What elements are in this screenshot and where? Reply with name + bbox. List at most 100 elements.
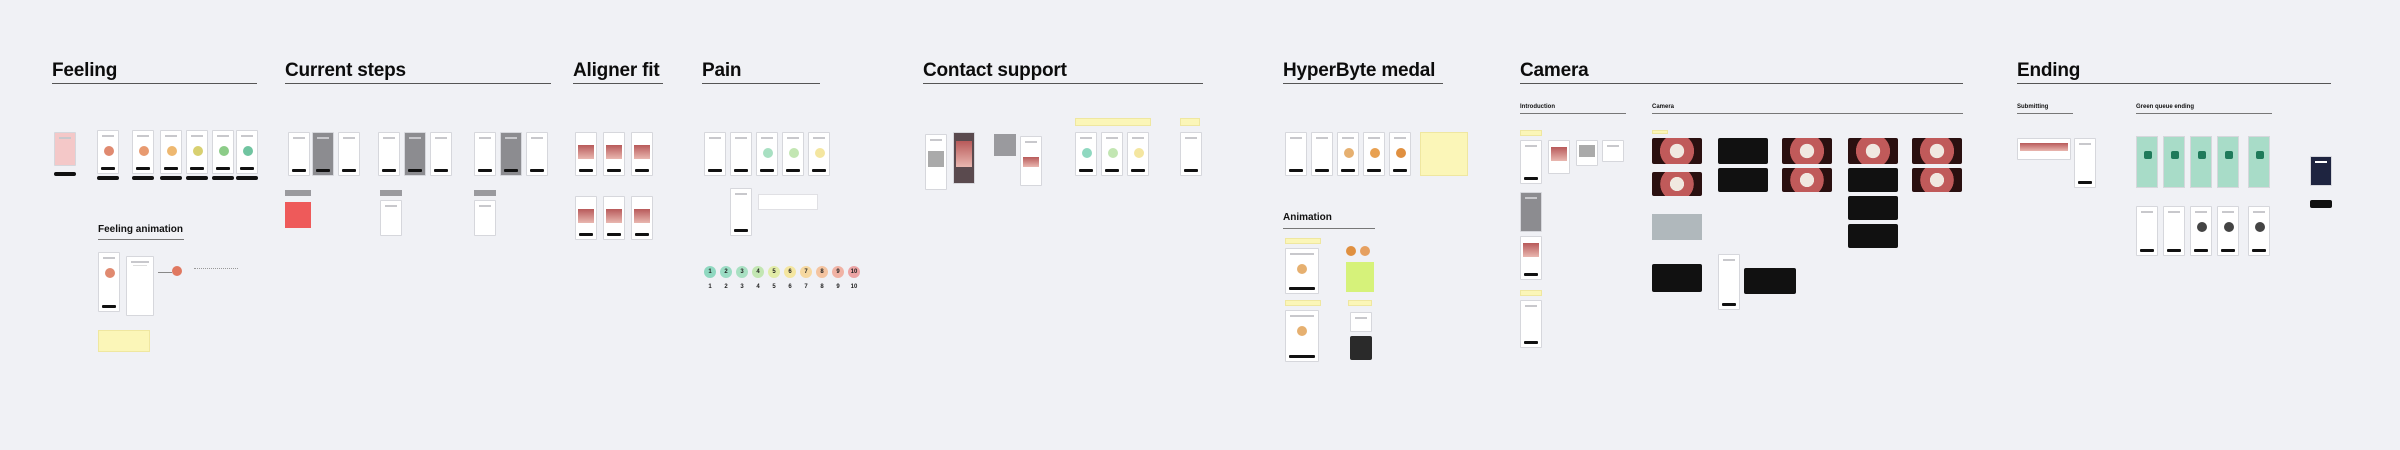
camera-capture-frame[interactable] [1652, 264, 1702, 292]
pain-dot-6[interactable]: 6 [784, 266, 796, 278]
camera-capture-frame[interactable] [1782, 138, 1832, 164]
sticky-note[interactable] [1285, 300, 1321, 306]
pain-dot-1[interactable]: 1 [704, 266, 716, 278]
frame-current-step-detail[interactable] [474, 200, 496, 236]
frame-submitting[interactable] [2017, 138, 2071, 160]
frame-contact-photo[interactable] [953, 132, 975, 184]
sticky-note[interactable] [1520, 290, 1542, 296]
pain-dot-3[interactable]: 3 [736, 266, 748, 278]
frame-green-queue[interactable] [2217, 136, 2239, 188]
frame-camera-intro[interactable] [1520, 300, 1542, 348]
camera-capture-frame[interactable] [1782, 168, 1832, 192]
frame-pain-slider[interactable] [730, 188, 752, 236]
frame-green-queue-ending[interactable] [2190, 206, 2212, 256]
frame-current-step[interactable] [338, 132, 360, 176]
frame-green-queue-device[interactable] [2310, 200, 2332, 208]
frame-feeling-1[interactable] [97, 130, 119, 174]
pain-dot-5[interactable]: 5 [768, 266, 780, 278]
frame-aligner-fit[interactable] [575, 196, 597, 240]
frame-pain[interactable] [808, 132, 830, 176]
camera-capture-frame[interactable] [1744, 268, 1796, 294]
frame-feeling-2[interactable] [132, 130, 154, 174]
frame-aligner-fit[interactable] [603, 132, 625, 176]
frame-pain[interactable] [730, 132, 752, 176]
pain-dot-10[interactable]: 10 [848, 266, 860, 278]
frame-medal[interactable] [1389, 132, 1411, 176]
frame-green-queue-device[interactable] [2310, 156, 2332, 186]
sticky-note[interactable] [1348, 300, 1372, 306]
frame-medal[interactable] [1285, 132, 1307, 176]
frame-contact-support[interactable] [1020, 136, 1042, 186]
sticky-note[interactable] [1285, 238, 1321, 244]
frame-green-queue-ending[interactable] [2136, 206, 2158, 256]
frame-camera-intro[interactable] [1548, 140, 1570, 174]
frame-contact-support[interactable] [1101, 132, 1123, 176]
frame-current-step[interactable] [474, 132, 496, 176]
sticky-note[interactable] [98, 330, 150, 352]
camera-capture-frame[interactable] [1652, 214, 1702, 240]
frame-green-queue[interactable] [2190, 136, 2212, 188]
frame-contact-support[interactable] [925, 134, 947, 190]
frame-medal-animation[interactable] [1285, 248, 1319, 294]
sticky-note[interactable] [1420, 132, 1468, 176]
frame-pain[interactable] [704, 132, 726, 176]
frame-medal[interactable] [1337, 132, 1359, 176]
frame-medal-animation[interactable] [1285, 310, 1319, 362]
camera-capture-frame[interactable] [1912, 138, 1962, 164]
pain-dot-8[interactable]: 8 [816, 266, 828, 278]
frame-feeling-animation[interactable] [98, 252, 120, 312]
pain-dot-4[interactable]: 4 [752, 266, 764, 278]
pain-dot-9[interactable]: 9 [832, 266, 844, 278]
frame-feeling-6[interactable] [236, 130, 258, 174]
frame-green-queue[interactable] [2136, 136, 2158, 188]
frame-aligner-fit[interactable] [631, 196, 653, 240]
camera-capture-frame[interactable] [1848, 196, 1898, 220]
frame-current-step[interactable] [526, 132, 548, 176]
camera-capture-frame[interactable] [1912, 168, 1962, 192]
camera-capture-frame[interactable] [1718, 138, 1768, 164]
camera-capture-frame[interactable] [1652, 172, 1702, 196]
frame-current-step[interactable] [378, 132, 400, 176]
frame-aligner-fit[interactable] [575, 132, 597, 176]
camera-capture-frame[interactable] [1848, 224, 1898, 248]
frame-aligner-fit[interactable] [603, 196, 625, 240]
frame-current-step[interactable] [430, 132, 452, 176]
frame-submitting[interactable] [2074, 138, 2096, 188]
frame-contact-support[interactable] [1180, 132, 1202, 176]
frame-feeling-5[interactable] [212, 130, 234, 174]
sticky-note[interactable] [1652, 130, 1668, 134]
sticky-note[interactable] [1520, 130, 1542, 136]
frame-medal[interactable] [1363, 132, 1385, 176]
frame-camera-intro[interactable] [1520, 236, 1542, 280]
frame-green-queue-ending[interactable] [2217, 206, 2239, 256]
frame-contact-support[interactable] [1075, 132, 1097, 176]
camera-capture-frame[interactable] [1718, 168, 1768, 192]
frame-current-step-detail[interactable] [380, 200, 402, 236]
green-note[interactable] [1346, 262, 1374, 292]
pain-dot-2[interactable]: 2 [720, 266, 732, 278]
frame-contact-support[interactable] [1127, 132, 1149, 176]
sticky-note[interactable] [1180, 118, 1200, 126]
frame-current-step[interactable] [500, 132, 522, 176]
frame-pain[interactable] [782, 132, 804, 176]
frame-current-step[interactable] [312, 132, 334, 176]
frame-green-queue[interactable] [2163, 136, 2185, 188]
frame-feeling-3[interactable] [160, 130, 182, 174]
frame-aligner-fit[interactable] [631, 132, 653, 176]
frame-feeling-intro[interactable] [54, 132, 76, 166]
frame-current-step[interactable] [404, 132, 426, 176]
camera-capture-frame[interactable] [1848, 138, 1898, 164]
frame-camera-intro[interactable] [1520, 192, 1542, 232]
camera-capture-frame[interactable] [1848, 168, 1898, 192]
frame-medal[interactable] [1311, 132, 1333, 176]
frame-medal-spec[interactable] [1350, 312, 1372, 332]
frame-current-step[interactable] [288, 132, 310, 176]
frame-green-queue-ending[interactable] [2163, 206, 2185, 256]
frame-pain[interactable] [756, 132, 778, 176]
frame-camera-intro[interactable] [1602, 140, 1624, 162]
sticky-note[interactable] [1075, 118, 1151, 126]
frame-green-queue[interactable] [2248, 136, 2270, 188]
frame-camera-intro[interactable] [1520, 140, 1542, 184]
pain-dot-7[interactable]: 7 [800, 266, 812, 278]
